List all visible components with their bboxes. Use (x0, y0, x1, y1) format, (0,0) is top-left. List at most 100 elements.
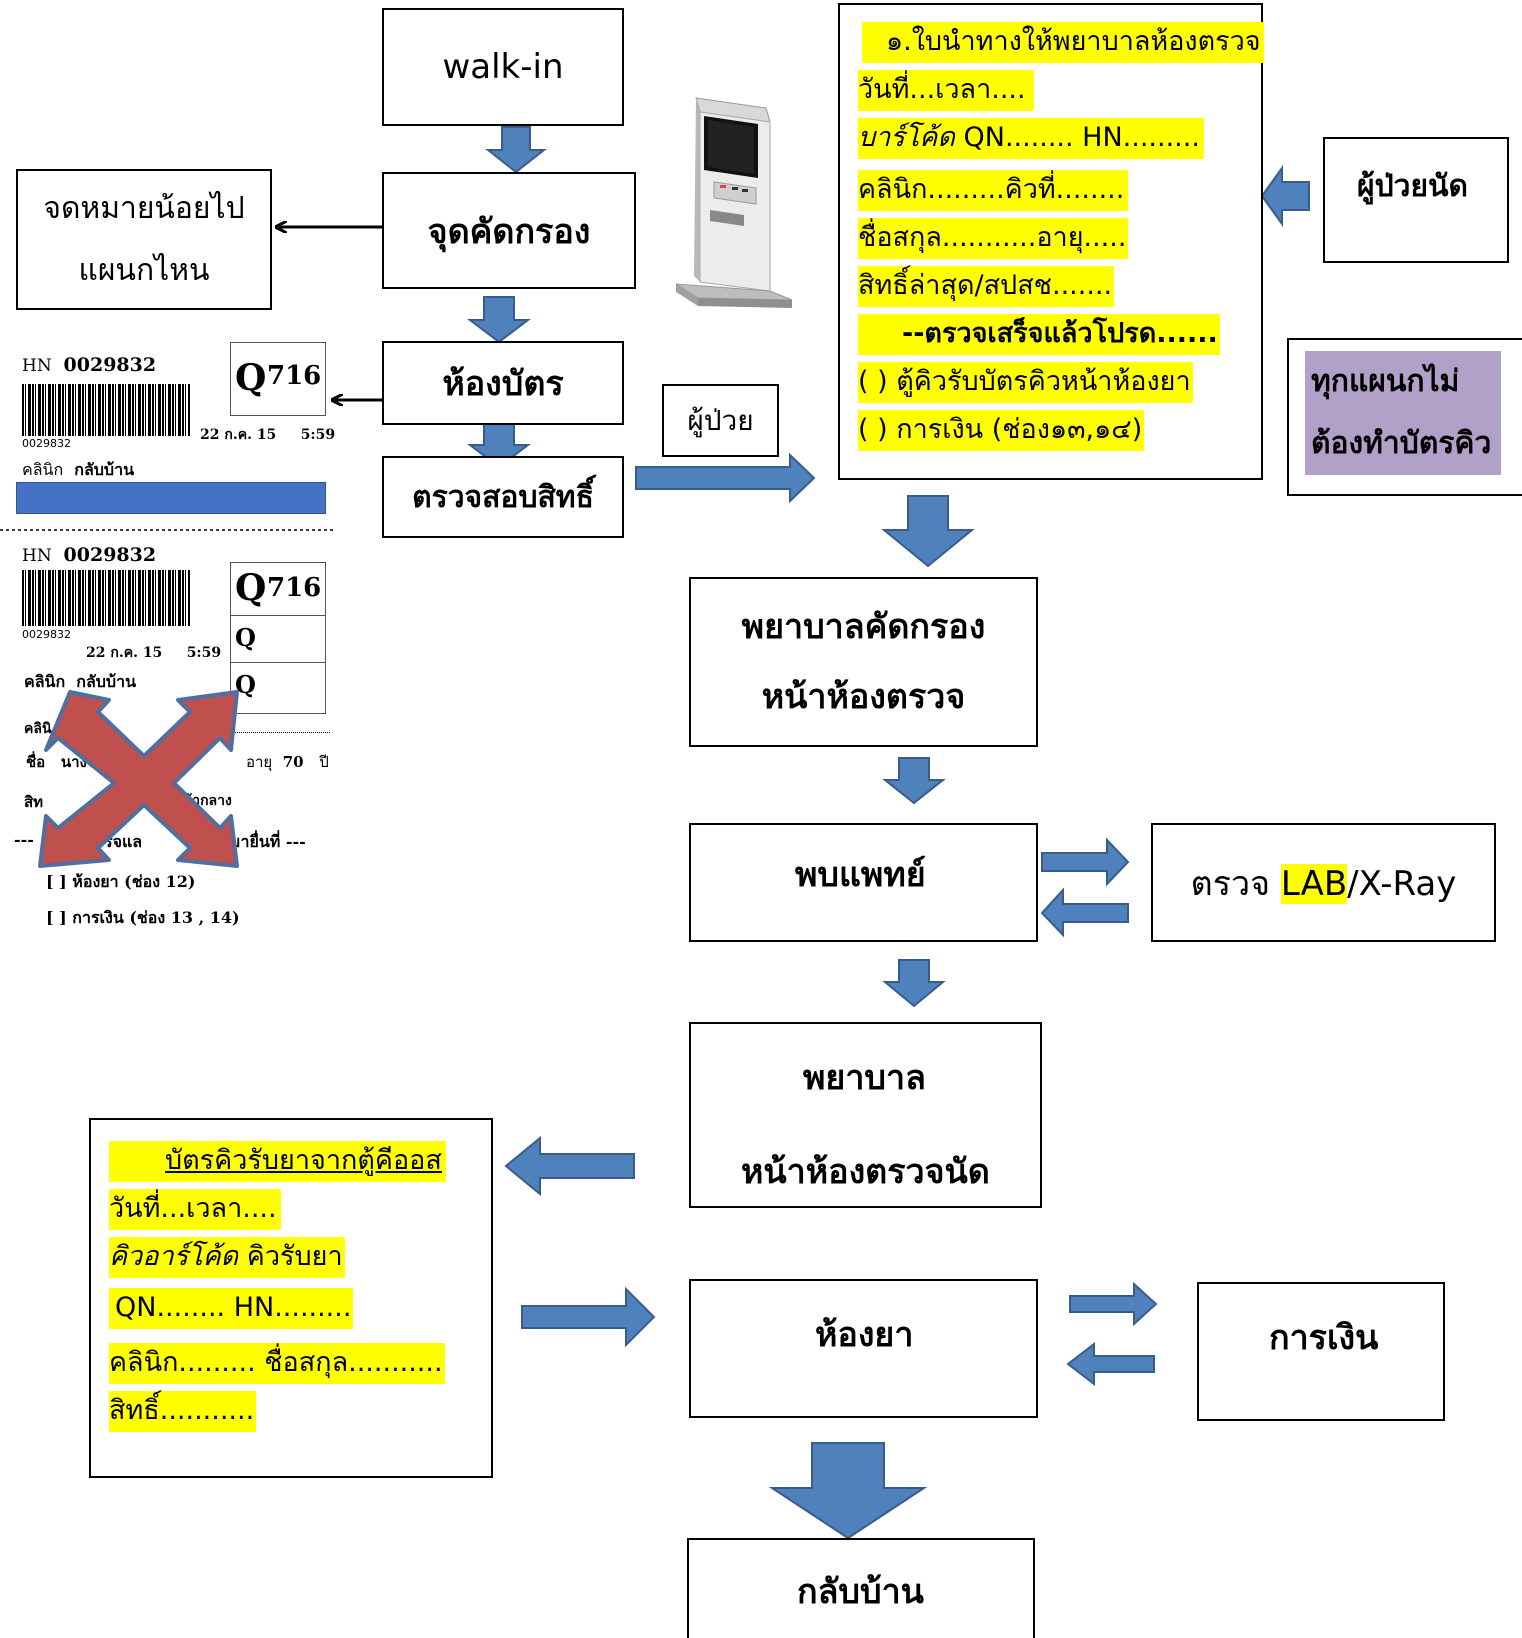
ticket-bottom-rights: สิท (24, 793, 44, 811)
guide-slip-option-finance: ( ) การเงิน (ช่อง๑๓,๑๔) (858, 410, 1145, 451)
patient-label: ผู้ป่วย (687, 403, 754, 437)
ticket-bottom-queue-row-3: Q (235, 670, 256, 699)
ticket-top-date: 22 ก.ค. 15 (200, 427, 277, 443)
guide-slip-option-pharmacy: ( ) ตู้คิวรับบัตรคิวหน้าห้องยา (858, 362, 1193, 403)
kiosk-image (675, 97, 793, 308)
ticket-bottom-time: 5:59 (186, 645, 222, 661)
ticket-top-barcode (22, 384, 190, 436)
ticket-sample-top: HN 0029832 0029832 22 ก.ค. 15 5:59 Q 716… (0, 340, 336, 520)
walkin-box: walk-in (382, 8, 624, 126)
lab-xray-prefix: ตรวจ (1190, 863, 1281, 904)
ticket-bottom-option-finance: [ ] การเงิน (ช่อง 13 , 14) (46, 908, 240, 927)
ticket-top-queue-number: 716 (267, 361, 322, 391)
screening-label: จุดคัดกรอง (427, 211, 591, 252)
note-line-2: แผนกไหน (78, 252, 210, 288)
appointment-patient-box: ผู้ป่วยนัด (1323, 137, 1509, 263)
arrow-nurse-appt-to-queue (504, 1135, 635, 1197)
ticket-bottom-age-label: อายุ (246, 753, 273, 771)
arrow-screening-to-cardroom (467, 296, 531, 344)
ticket-bottom-hn: 0029832 (63, 544, 157, 566)
arrow-walkin-to-screening (485, 126, 547, 174)
pharmacy-label: ห้องยา (815, 1315, 914, 1355)
arrow-doctor-to-lab (1041, 837, 1130, 887)
guide-slip-date: วันที่...เวลา.... (858, 70, 1034, 111)
nurse-screening-line-2: หน้าห้องตรวจ (761, 677, 966, 717)
cross-out-icon (38, 690, 239, 868)
ticket-bottom-date: 22 ก.ค. 15 (86, 645, 163, 661)
guide-slip-qn-hn: QN........ HN......... (954, 118, 1204, 159)
all-departments-box: ทุกแผนกไม่ ต้องทำบัตรคิว (1287, 338, 1522, 496)
queue-slip-date: วันที่...เวลา.... (109, 1189, 281, 1230)
arrow-finance-to-pharmacy (1066, 1341, 1155, 1387)
card-room-box: ห้องบัตร (382, 341, 624, 425)
finance-box: การเงิน (1197, 1282, 1445, 1421)
ticket-top-redaction-bar (16, 482, 326, 514)
patient-box: ผู้ป่วย (662, 384, 779, 457)
arrow-nurse-to-doctor (882, 757, 946, 805)
home-box: กลับบ้าน (687, 1538, 1035, 1638)
ticket-bottom-clinic-row: คลินิ (24, 721, 52, 737)
finance-label: การเงิน (1269, 1318, 1379, 1358)
pharmacy-box: ห้องยา (689, 1279, 1038, 1418)
ticket-bottom-option-pharmacy: [ ] ห้องยา (ช่อง 12) (46, 872, 196, 891)
arrow-slip-to-nurse (881, 495, 975, 568)
ticket-top-queue-prefix: Q (235, 357, 267, 399)
ticket-bottom-queue-prefix: Q (235, 567, 267, 609)
ticket-top-clinic: กลับบ้าน (74, 460, 135, 479)
guide-slip-box: ๑.ใบนำทางให้พยาบาลห้องตรวจ วันที่...เวลา… (838, 3, 1264, 480)
guide-slip-title: ๑.ใบนำทางให้พยาบาลห้องตรวจ (862, 22, 1264, 63)
guide-slip-barcode: บาร์โค้ด (858, 118, 955, 159)
arrow-rights-to-slip (635, 452, 816, 504)
ticket-top-time: 5:59 (300, 427, 336, 443)
ticket-bottom-hn-label: HN (22, 546, 52, 566)
ticket-bottom-done-left: --- (14, 830, 34, 849)
lab-xray-label: ตรวจ LAB/X-Ray (1190, 856, 1457, 910)
ticket-bottom-queue-box: Q 716 Q Q (230, 562, 326, 714)
nurse-appointment-line-2: หน้าห้องตรวจนัด (741, 1152, 990, 1192)
lab-highlight: LAB (1280, 863, 1348, 904)
ticket-bottom-queue-number: 716 (267, 573, 322, 603)
nurse-appointment-line-1: พยาบาล (803, 1058, 926, 1098)
ticket-top-barcode-number: 0029832 (22, 437, 71, 450)
ticket-bottom-age-unit: ปี (319, 753, 329, 771)
card-room-label: ห้องบัตร (442, 364, 564, 404)
guide-slip-done: --ตรวจเสร็จแล้วโปรด...... (858, 314, 1220, 355)
arrow-lab-to-doctor (1040, 887, 1129, 938)
ticket-bottom-name-label: ชื่อ (26, 753, 46, 771)
ticket-bottom-barcode-number: 0029832 (22, 628, 71, 641)
arrow-pharmacy-to-finance (1069, 1281, 1158, 1327)
all-departments-line-1: ทุกแผนกไม่ (1311, 364, 1460, 399)
queue-slip-rights: สิทธิ์........... (109, 1391, 257, 1432)
arrow-appointment-to-slip (1260, 164, 1310, 228)
doctor-label: พบแพทย์ (795, 855, 926, 895)
queue-slip-box: บัตรคิวรับยาจากตู้คีออส วันที่...เวลา...… (89, 1118, 493, 1478)
rights-check-label: ตรวจสอบสิทธิ์ (412, 479, 594, 515)
all-departments-note: ทุกแผนกไม่ ต้องทำบัตรคิว (1305, 351, 1501, 475)
arrow-pharmacy-to-home (768, 1442, 928, 1540)
doctor-box: พบแพทย์ (689, 823, 1038, 942)
ticket-bottom-clinic-label: คลินิก (24, 672, 66, 691)
lab-xray-suffix: /X-Ray (1347, 863, 1457, 904)
ticket-top-clinic-label: คลินิก (22, 460, 64, 479)
screening-box: จุดคัดกรอง (382, 172, 636, 289)
guide-slip-clinic: คลินิก.........คิวที่........ (858, 170, 1129, 211)
queue-slip-clinic-name: คลินิก......... ชื่อสกุล........... (109, 1343, 445, 1384)
queue-slip-title: บัตรคิวรับยาจากตู้คีออส (109, 1141, 446, 1182)
note-box: จดหมายน้อยไป แผนกไหน (16, 169, 272, 310)
nurse-screening-line-1: พยาบาลคัดกรอง (741, 607, 986, 647)
ticket-bottom-done-mid: รจแล (104, 832, 143, 851)
nurse-appointment-box: พยาบาล หน้าห้องตรวจนัด (689, 1022, 1042, 1208)
queue-slip-qn-hn: QN........ HN......... (109, 1288, 354, 1329)
walkin-label: walk-in (442, 47, 564, 87)
all-departments-line-2: ต้องทำบัตรคิว (1311, 426, 1492, 461)
queue-slip-qrcode: คิวอาร์โค้ด (109, 1237, 239, 1278)
note-line-1: จดหมายน้อยไป (43, 190, 245, 226)
appointment-patient-label: ผู้ป่วยนัด (1357, 169, 1469, 204)
arrow-queue-to-pharmacy (521, 1286, 656, 1348)
ticket-bottom-clinic: กลับบ้าน (76, 672, 137, 691)
arrow-doctor-to-nurse-appt (882, 959, 946, 1008)
ticket-top-hn-label: HN (22, 356, 52, 376)
ticket-top-hn: 0029832 (63, 354, 157, 376)
guide-slip-rights: สิทธิ์ล่าสุด/สปสช....... (858, 266, 1115, 307)
